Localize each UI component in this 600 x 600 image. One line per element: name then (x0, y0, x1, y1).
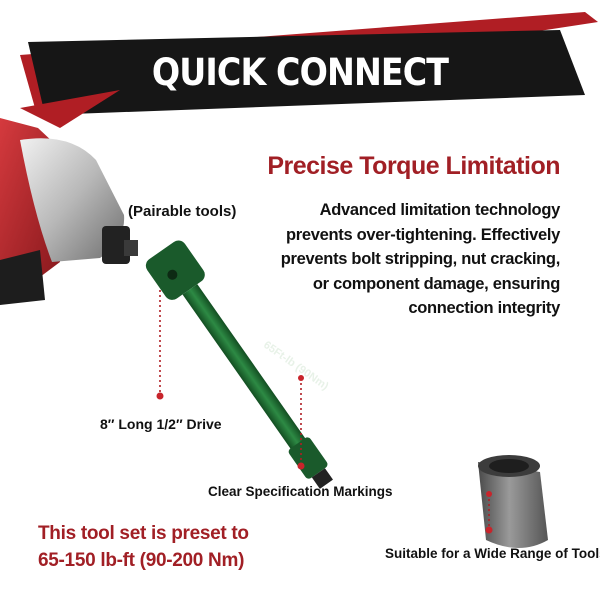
header-banner (20, 12, 598, 128)
feature-heading: Precise Torque Limitation (267, 152, 560, 180)
preset-line: 65-150 lb-ft (90-200 Nm) (38, 550, 245, 571)
pairable-tools-label: (Pairable tools) (128, 203, 237, 220)
compatibility-label: Suitable for a Wide Range of Tools (385, 546, 600, 561)
callout-dot-length (156, 392, 164, 400)
preset-note: This tool set is preset to 65-150 lb-ft … (38, 520, 288, 574)
feature-description-line: or component damage, ensuring (312, 274, 560, 293)
banner-title: QUICK CONNECT ADAPTATION (151, 51, 449, 150)
feature-description-line: prevents bolt stripping, nut cracking, (280, 250, 561, 268)
callout-dot-compatibility (485, 526, 493, 534)
callout-dot-bar (298, 375, 304, 381)
banner-red-accent (20, 90, 120, 128)
feature-description-line: prevents over-tightening. Effectively (285, 225, 560, 244)
banner-black-band (28, 30, 585, 115)
preset-line: This tool set is preset to (38, 523, 249, 544)
socket-illustration (478, 455, 548, 548)
markings-label: Clear Specification Markings (208, 484, 393, 499)
impact-driver-illustration (0, 118, 138, 305)
callout-dot-socket (486, 491, 492, 497)
feature-description-line: connection integrity (408, 299, 560, 317)
callout-dot-markings (297, 462, 305, 470)
feature-description: Advanced limitation technology prevents … (260, 198, 561, 321)
torque-extension-bar-illustration (145, 240, 333, 489)
callout-leaders (159, 290, 490, 530)
feature-description-line: Advanced limitation technology (319, 201, 561, 219)
length-drive-label: 8″ Long 1/2″ Drive (100, 416, 222, 432)
